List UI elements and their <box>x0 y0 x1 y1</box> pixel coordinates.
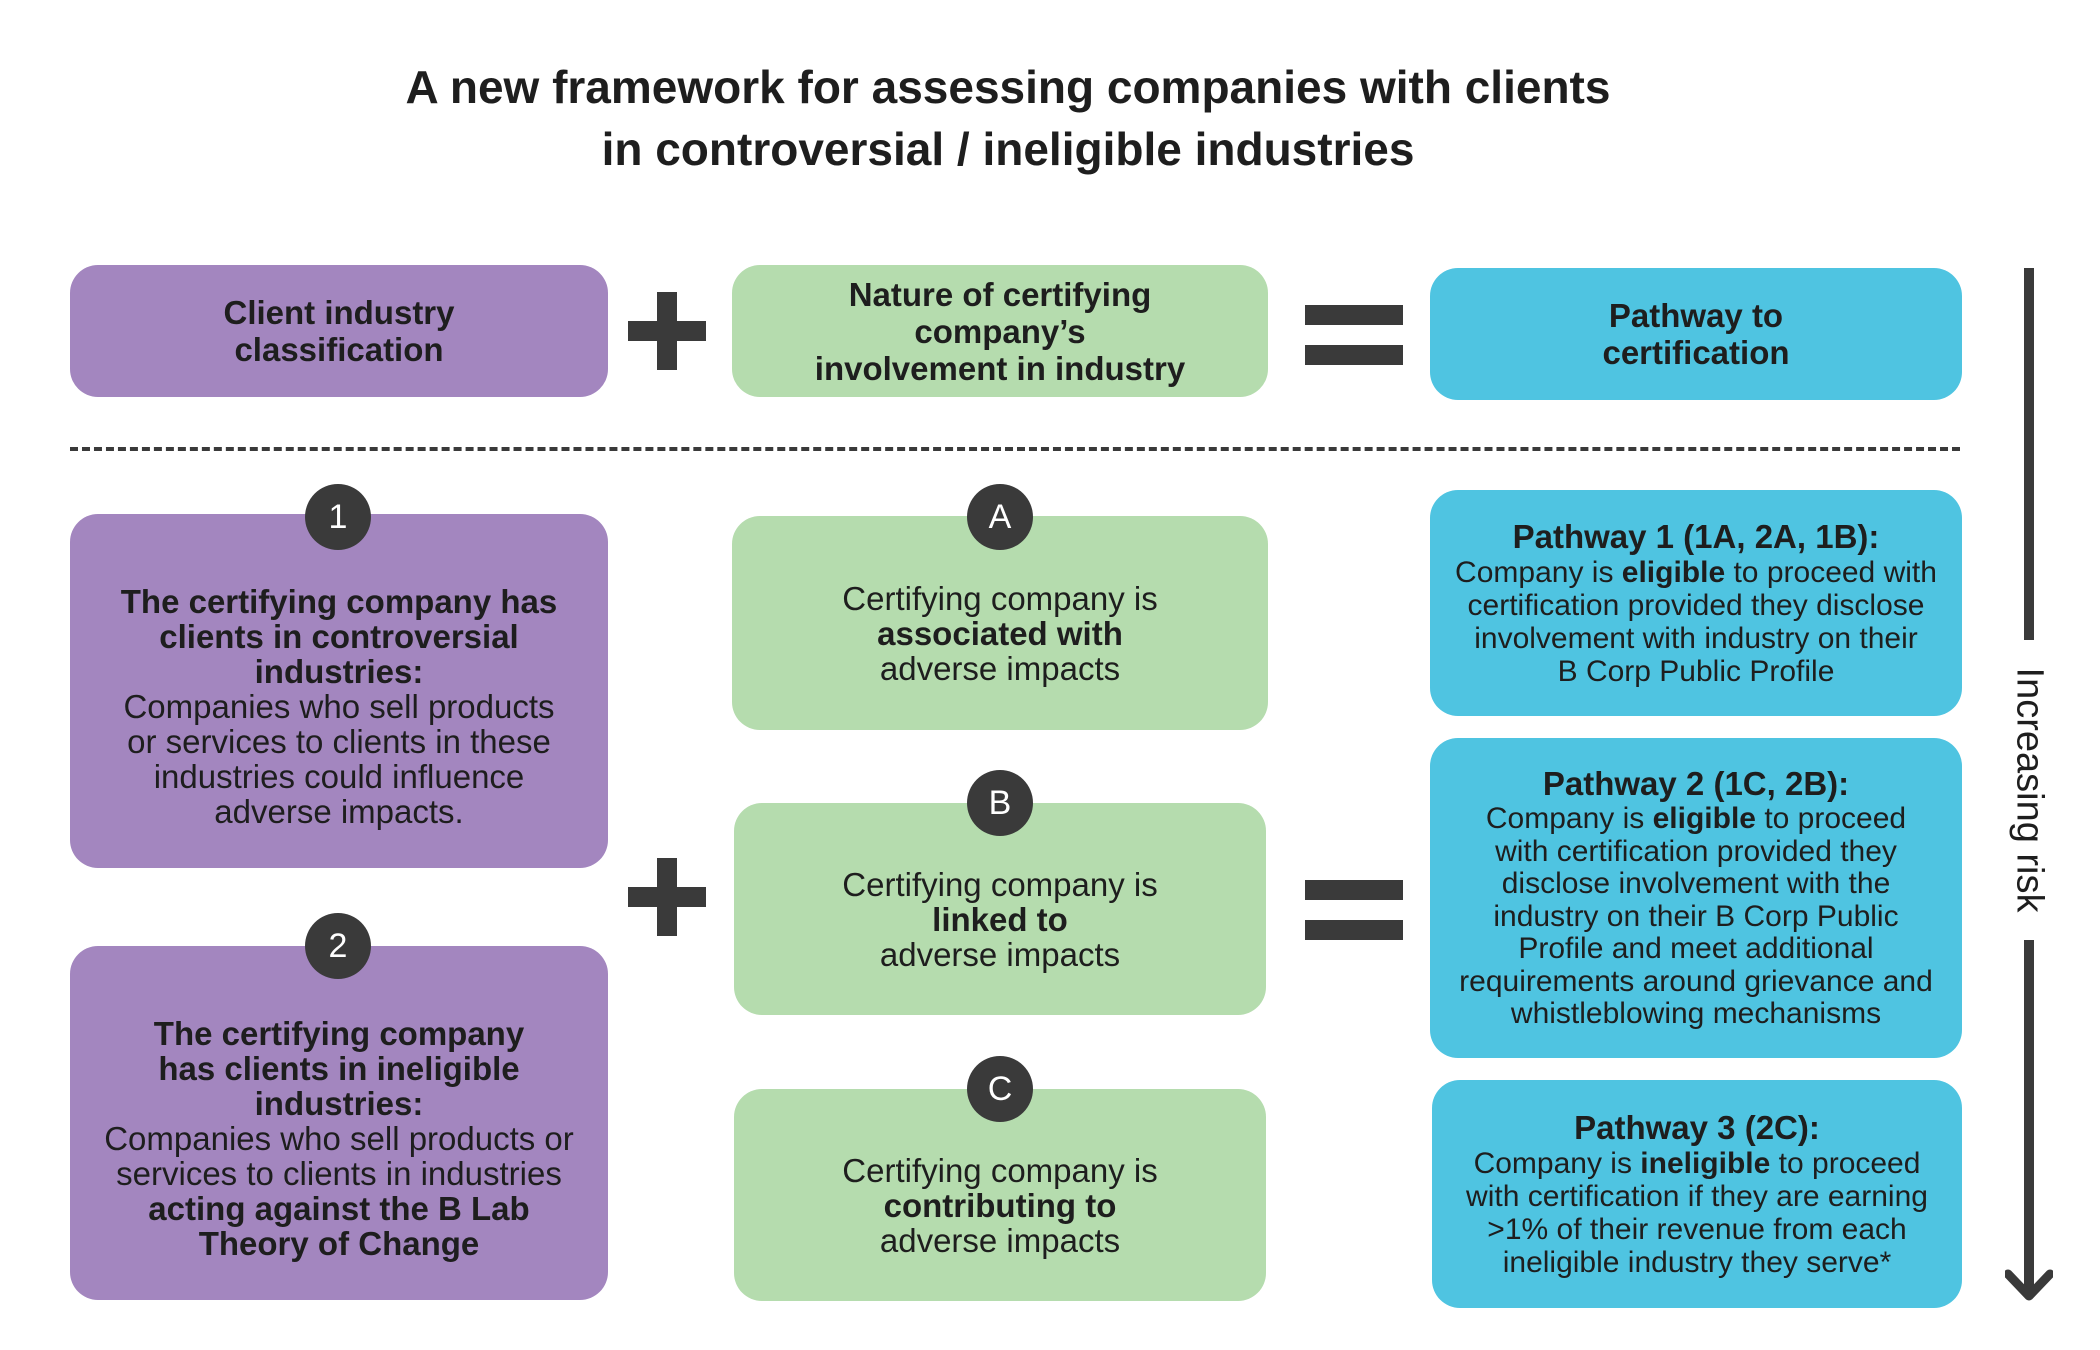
pathway-line: industry on their B Corp Public <box>1493 899 1899 933</box>
pathway-text: to proceed with <box>1725 556 1937 589</box>
pathway-line: with certification if they are earning <box>1466 1180 1928 1213</box>
client-box-ineligible: The certifying company has clients in in… <box>70 946 608 1300</box>
pathway-text: Company is <box>1473 1147 1641 1180</box>
pathway-text: Company is <box>1455 556 1622 589</box>
pathway-eligibility: eligible <box>1621 556 1726 589</box>
client-box-line: adverse impacts. <box>214 792 464 830</box>
equals-icon <box>1305 880 1403 940</box>
arrow-down-icon <box>2005 1269 2053 1301</box>
client-box-line: or services to clients in these <box>127 722 551 760</box>
header-pathway-line: certification <box>1602 334 1790 371</box>
involvement-line: adverse impacts <box>879 649 1121 687</box>
title-line-2: in controversial / ineligible industries <box>601 123 1415 175</box>
pathway-first-line: Company is eligible to proceed with <box>1455 556 1937 589</box>
involvement-bold: associated with <box>877 614 1123 652</box>
pathway-first-line: Company is ineligible to proceed <box>1474 1147 1921 1180</box>
client-box-line: Companies who sell products <box>123 687 555 725</box>
pathway-title: Pathway 2 (1C, 2B): <box>1542 765 1850 803</box>
pathway-line: disclose involvement with the <box>1501 867 1891 901</box>
page-title: A new framework for assessing companies … <box>0 56 2016 180</box>
risk-arrow-line-bottom <box>2024 940 2034 1292</box>
involvement-bold: contributing to <box>883 1186 1117 1224</box>
client-box-bold-line: industries: <box>254 652 424 690</box>
client-box-bold-line: has clients in ineligible <box>158 1049 520 1087</box>
pathway-line: >1% of their revenue from each <box>1487 1213 1907 1246</box>
badge-c: C <box>967 1056 1033 1122</box>
title-line-1: A new framework for assessing companies … <box>405 61 1611 113</box>
pathway-line: requirements around grievance and <box>1459 964 1933 998</box>
client-box-line: industries could influence <box>153 757 525 795</box>
client-box-bold-line: The certifying company <box>153 1014 525 1052</box>
involvement-line: adverse impacts <box>879 935 1121 973</box>
header-involvement: Nature of certifying company’s involveme… <box>732 265 1268 397</box>
involvement-line: adverse impacts <box>879 1221 1121 1259</box>
client-box-bold-line: industries: <box>254 1084 424 1122</box>
client-box-controversial: The certifying company has clients in co… <box>70 514 608 868</box>
dashed-divider <box>70 447 1960 451</box>
badge-b: B <box>967 770 1033 836</box>
pathway-text: Company is <box>1485 802 1653 836</box>
header-client-line: Client industry <box>223 294 455 331</box>
involvement-bold: linked to <box>932 900 1068 938</box>
badge-a: A <box>967 484 1033 550</box>
involvement-line: Certifying company is <box>842 865 1158 903</box>
plus-icon <box>628 858 706 936</box>
pathway-title: Pathway 1 (1A, 2A, 1B): <box>1512 518 1880 555</box>
pathway-line: Profile and meet additional <box>1518 932 1874 966</box>
pathway-line: with certification provided they <box>1495 834 1897 868</box>
client-box-bold-line: acting against the B Lab <box>148 1189 530 1227</box>
risk-label: Increasing risk <box>2008 667 2051 913</box>
client-box-line: services to clients in industries <box>116 1154 562 1192</box>
client-box-line: Companies who sell products or <box>104 1119 574 1157</box>
header-client-line: classification <box>234 331 444 368</box>
involvement-line: Certifying company is <box>842 1151 1158 1189</box>
client-box-bold-line: The certifying company has <box>120 582 558 620</box>
pathway-line: B Corp Public Profile <box>1557 655 1835 688</box>
equals-icon <box>1305 305 1403 365</box>
header-pathway: Pathway to certification <box>1430 268 1962 400</box>
pathway-first-line: Company is eligible to proceed <box>1486 803 1906 836</box>
risk-arrow-line-top <box>2024 268 2034 640</box>
pathway-line: involvement with industry on their <box>1474 622 1918 655</box>
header-nature-line: involvement in industry <box>814 349 1186 387</box>
pathway-text: to proceed <box>1755 802 1907 836</box>
pathway-line: certification provided they disclose <box>1467 589 1925 622</box>
involvement-box-linked: Certifying company is linked to adverse … <box>734 803 1266 1015</box>
pathway-2-box: Pathway 2 (1C, 2B): Company is eligible … <box>1430 738 1962 1058</box>
header-pathway-line: Pathway to <box>1608 297 1784 334</box>
badge-2: 2 <box>305 913 371 979</box>
plus-icon <box>628 292 706 370</box>
pathway-text: to proceed <box>1770 1147 1921 1180</box>
pathway-eligibility: eligible <box>1652 802 1756 836</box>
client-box-bold-line: clients in controversial <box>159 617 519 655</box>
badge-1: 1 <box>305 484 371 550</box>
pathway-eligibility: ineligible <box>1640 1147 1771 1180</box>
pathway-3-box: Pathway 3 (2C): Company is ineligible to… <box>1432 1080 1962 1308</box>
header-client-industry: Client industry classification <box>70 265 608 397</box>
pathway-1-box: Pathway 1 (1A, 2A, 1B): Company is eligi… <box>1430 490 1962 716</box>
involvement-box-associated: Certifying company is associated with ad… <box>732 516 1268 730</box>
pathway-line: ineligible industry they serve* <box>1502 1246 1892 1279</box>
involvement-line: Certifying company is <box>842 579 1158 617</box>
pathway-line: whistleblowing mechanisms <box>1510 997 1882 1031</box>
pathway-title: Pathway 3 (2C): <box>1574 1109 1820 1146</box>
involvement-box-contributing: Certifying company is contributing to ad… <box>734 1089 1266 1301</box>
client-box-bold-line: Theory of Change <box>198 1224 480 1262</box>
header-nature-line: Nature of certifying company’s <box>848 275 1152 350</box>
